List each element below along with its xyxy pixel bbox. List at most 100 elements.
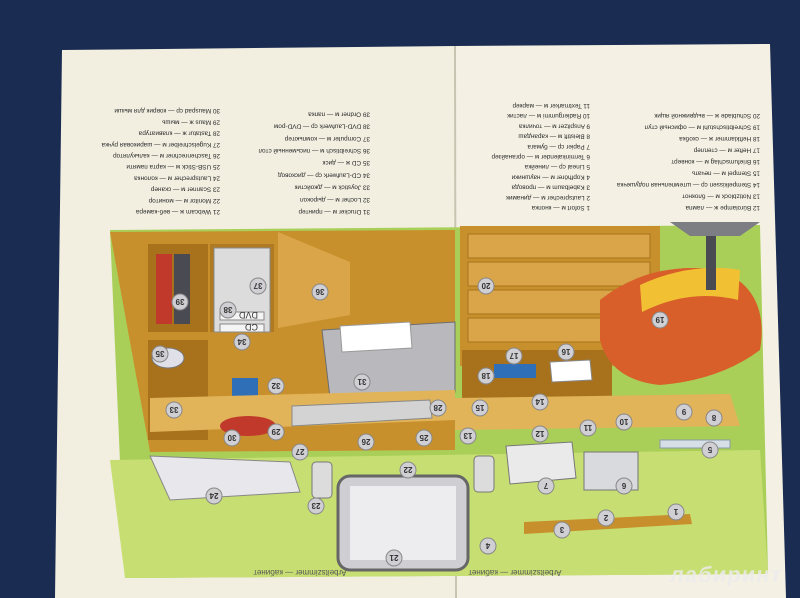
callout-badge: [205, 487, 223, 505]
callout-badge: [291, 443, 309, 461]
callout-number: 24: [209, 491, 218, 500]
vocabulary-entry: 37 Computer м — компьютер: [284, 135, 370, 142]
callout-number: 5: [707, 445, 712, 454]
callout-number: 17: [509, 351, 518, 360]
keyboard: [291, 399, 433, 427]
vocabulary-entry: 39 Ordner м — папка: [308, 110, 370, 117]
cd-label: CD: [245, 322, 258, 332]
vocabulary-entry: 4 Kopfhörer м — наушники: [511, 173, 590, 180]
callout-number: 38: [223, 305, 232, 314]
callout-badge: [233, 333, 251, 351]
vocabulary-entry: 13 Notizblock м — блокнот: [682, 193, 760, 201]
callout-number: 29: [271, 427, 280, 436]
vocabulary-entry: 15 Stempel м — печать: [691, 170, 760, 177]
callout-badge: [477, 367, 495, 385]
callout-badge: [667, 503, 685, 521]
vocabulary-entry: 5 Lineal ср — линейка: [524, 163, 590, 171]
vocabulary-entry: 14 Stempelkissen ср — штемпельная подуше…: [616, 181, 760, 188]
callout-badge: [537, 477, 555, 495]
vocabulary-entry: 29 Maus ж — мышь: [161, 118, 220, 125]
stapler: [494, 364, 536, 378]
vocabulary-entry: 12 Bürolampe ж — лампа: [685, 204, 760, 211]
callout-badge: [267, 423, 285, 441]
callout-badge: [579, 419, 597, 437]
callout-numbers: 1234567891011121314151617181920212223242…: [151, 277, 723, 567]
callout-number: 39: [175, 297, 184, 306]
callout-badge: [479, 537, 497, 555]
vocabulary-entry: 3 Kabelbaum м — провода: [511, 184, 590, 191]
callout-number: 37: [253, 281, 262, 290]
callout-badge: [615, 477, 633, 495]
callout-badge: [151, 345, 169, 363]
vocabulary-entry: 32 Locher м — дырокол: [300, 196, 370, 203]
speaker-left: [311, 461, 333, 499]
callout-number: 28: [433, 403, 442, 412]
callout-badge: [701, 441, 719, 459]
vocabulary-entry: 2 Lautsprecher м — динамик: [506, 194, 590, 201]
callout-number: 15: [475, 403, 484, 412]
callout-badge: [307, 497, 325, 515]
callout-badge: [531, 393, 549, 411]
paper-stack: [505, 441, 577, 485]
office-chair-post: [706, 230, 716, 290]
vocabulary-entry: 18 Heftklammer ж — скобка: [679, 135, 760, 143]
callout-number: 34: [237, 337, 246, 346]
vocabulary-entry: 19 Schreibtischstuhl м — офисный стул: [644, 124, 760, 132]
callout-number: 23: [311, 501, 320, 510]
envelope: [549, 359, 593, 383]
callout-badge: [505, 347, 523, 365]
vocabulary-entry: 28 Tastatur ж — клавиатура: [138, 130, 220, 137]
callout-badge: [223, 429, 241, 447]
callout-number: 11: [583, 423, 592, 432]
callout-number: 6: [621, 481, 626, 490]
callout-number: 27: [295, 447, 304, 456]
vocabulary-entry: 21 Webcam ж — веб-камера: [135, 208, 220, 216]
callout-badge: [651, 311, 669, 329]
left-page-footer: Arbeitszimmer — кабинет: [253, 568, 346, 577]
callout-badge: [471, 399, 489, 417]
vocabulary-entry: 1 Sofort м — кнопка: [531, 204, 590, 211]
callout-badge: [249, 277, 267, 295]
folder-red: [156, 254, 172, 324]
callout-number: 21: [389, 553, 398, 562]
vocabulary-entry: 22 Monitor м — монитор: [148, 197, 220, 204]
callout-number: 12: [535, 429, 544, 438]
desk-side: [278, 232, 350, 328]
vocabulary-entry: 35 CD ж — диск: [322, 159, 370, 166]
vocabulary-list-left: 21 Webcam ж — веб-камера 22 Monitor м — м…: [101, 107, 370, 216]
vocabulary-entry: 10 Radiergummi м — ластик: [507, 112, 590, 119]
office-chair-seat: [600, 268, 762, 385]
callout-badge: [353, 373, 371, 391]
callout-number: 26: [361, 437, 370, 446]
callout-badge: [267, 377, 285, 395]
callout-number: 13: [463, 431, 472, 440]
callout-number: 33: [169, 405, 178, 414]
callout-badge: [531, 425, 549, 443]
callout-number: 16: [561, 347, 570, 356]
watermark-logo: лабиринт: [667, 562, 784, 587]
folder-gray: [174, 254, 190, 324]
callout-number: 2: [603, 513, 608, 522]
vocabulary-entry: 30 Mauspad ср — коврик для мыши: [114, 107, 220, 114]
vocabulary-entry: 24 Lautsprecher м — колонка: [134, 174, 220, 181]
vocabulary-entry: 36 Schreibtisch м — письменный стол: [258, 147, 370, 155]
vocabulary-entry: 17 Hefter м — степлер: [693, 147, 760, 154]
vocabulary-entry: 11 Textmarker м — маркер: [512, 102, 590, 109]
vocabulary-entry: 23 Scanner м — сканер: [150, 186, 220, 193]
callout-badge: [171, 293, 189, 311]
callout-badge: [705, 409, 723, 427]
callout-number: 36: [315, 287, 324, 296]
callout-number: 3: [559, 525, 564, 534]
callout-number: 30: [227, 433, 236, 442]
callout-number: 1: [673, 507, 678, 516]
callout-badge: [429, 399, 447, 417]
vocabulary-entry: 16 Briefumschlag м — конверт: [671, 158, 760, 165]
callout-number: 4: [485, 541, 490, 550]
vocabulary-entry: 20 Schublade ж — выдвижной ящик: [654, 112, 760, 120]
callout-number: 25: [419, 433, 428, 442]
vocabulary-entry: 34 CD-Laufwerk ср — дисковод: [278, 171, 370, 178]
vocabulary-entry: 9 Anspitzer м — точилка: [518, 122, 590, 129]
callout-badge: [385, 549, 403, 567]
